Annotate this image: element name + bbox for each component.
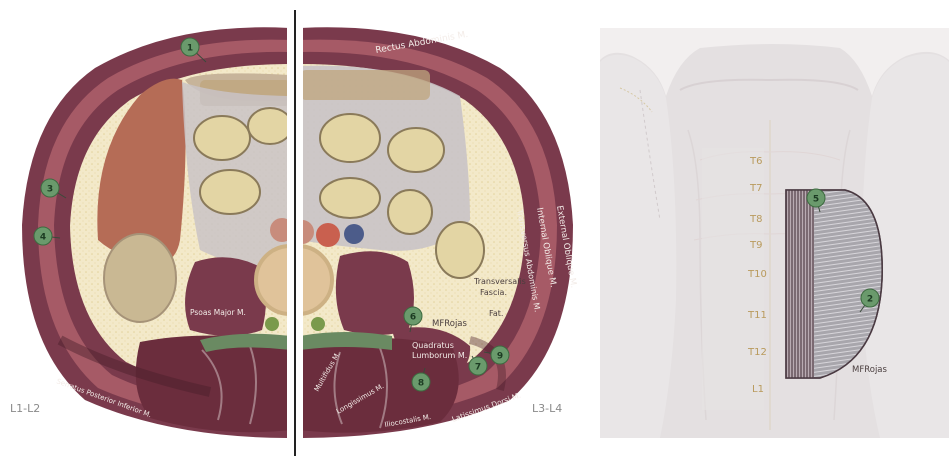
svg-text:1: 1	[187, 44, 193, 54]
level-label-left: L1-L2	[10, 402, 40, 415]
label-transversalis: Transversalis	[473, 277, 526, 286]
svg-text:8: 8	[418, 379, 424, 389]
svg-text:4: 4	[40, 233, 46, 243]
aorta	[316, 223, 340, 247]
svg-text:9: 9	[497, 352, 503, 362]
vertebra-t11: T11	[747, 310, 767, 321]
vena-cava	[344, 224, 364, 244]
vertebra-t9: T9	[749, 240, 762, 251]
label-quadratus-1: Quadratus	[412, 341, 454, 350]
vertebra-t10: T10	[747, 269, 767, 280]
vertebra-l1: L1	[752, 384, 764, 395]
kidney	[104, 234, 176, 322]
label-fascia: Fascia.	[480, 288, 507, 297]
svg-text:7: 7	[475, 363, 481, 373]
svg-text:6: 6	[410, 313, 416, 323]
psoas-major-right	[336, 251, 414, 335]
label-fat: Fat.	[489, 309, 503, 318]
credit-left: MFRojas	[432, 319, 468, 329]
vertebra-t12: T12	[747, 347, 767, 358]
level-label-right: L3-L4	[532, 402, 562, 415]
svg-text:5: 5	[813, 195, 819, 205]
torso-illustration: T6 T7 T8 T9 T10 T11 T12 L1 MFRojas	[600, 28, 949, 438]
cross-section-l1-l2	[22, 27, 324, 438]
label-psoas-major: Psoas Major M.	[190, 308, 246, 317]
psoas-major	[185, 257, 266, 336]
svg-text:3: 3	[47, 185, 53, 195]
svg-text:2: 2	[867, 295, 873, 305]
bowel-loop	[194, 116, 250, 160]
vertebra-t7: T7	[749, 183, 762, 194]
label-quadratus-2: Lumborum M.	[412, 351, 467, 360]
credit-right: MFRojas	[852, 365, 888, 375]
vertebra-t8: T8	[749, 214, 762, 225]
vertebra-t6: T6	[749, 156, 762, 167]
